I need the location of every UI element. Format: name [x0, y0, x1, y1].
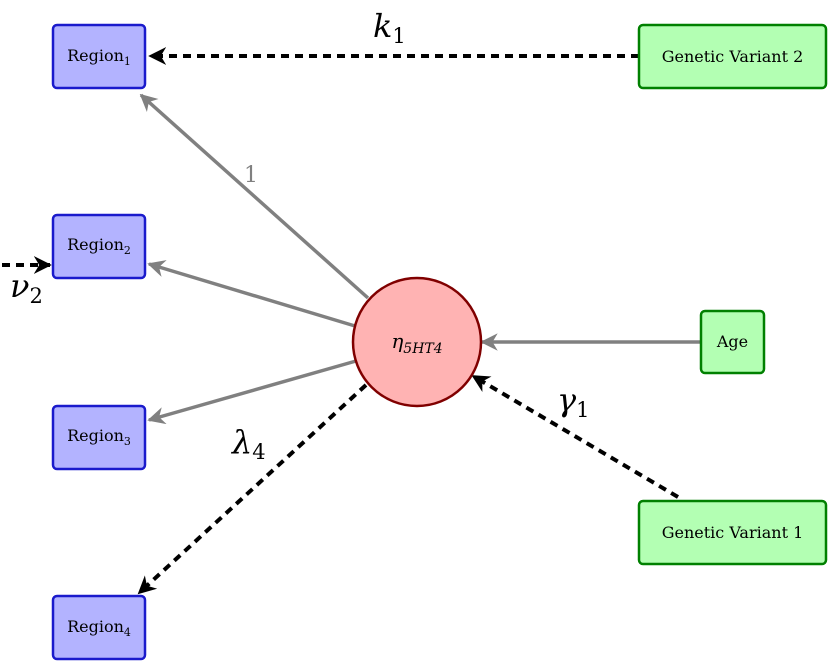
nu2-label: ν2 — [10, 267, 43, 308]
region-node-1[interactable]: Region1 — [51, 23, 147, 90]
edge-latent-to-region2 — [147, 260, 356, 328]
latent-node[interactable]: η5HT4 — [351, 276, 483, 408]
genetic-variant-2-label: Genetic Variant 2 — [662, 47, 804, 66]
edge-latent-to-region1 — [139, 93, 370, 300]
genetic-variant-1-node[interactable]: Genetic Variant 1 — [637, 499, 828, 566]
region-label: Region2 — [67, 235, 131, 257]
edges — [2, 47, 701, 595]
region-node-4[interactable]: Region4 — [51, 594, 147, 661]
region-label: Region4 — [67, 617, 131, 639]
edge-gv1-to-latent — [471, 374, 680, 499]
k1-label: k1 — [373, 7, 406, 48]
age-label: Age — [716, 332, 748, 351]
region-node-2[interactable]: Region2 — [51, 213, 147, 280]
genetic-variant-2-node[interactable]: Genetic Variant 2 — [637, 23, 828, 90]
latent-label: η5HT4 — [391, 329, 442, 357]
region-label: Region1 — [67, 46, 131, 68]
region-node-3[interactable]: Region3 — [51, 404, 147, 471]
genetic-variant-1-label: Genetic Variant 1 — [662, 523, 804, 542]
lambda4-label: λ4 — [230, 423, 266, 464]
gamma1-label: γ1 — [557, 381, 590, 422]
loading-one-label: 1 — [244, 163, 258, 188]
age-node[interactable]: Age — [699, 309, 766, 375]
edge-latent-to-region3 — [147, 359, 357, 425]
region-label: Region3 — [67, 426, 131, 448]
edge-latent-to-region4 — [137, 383, 368, 595]
